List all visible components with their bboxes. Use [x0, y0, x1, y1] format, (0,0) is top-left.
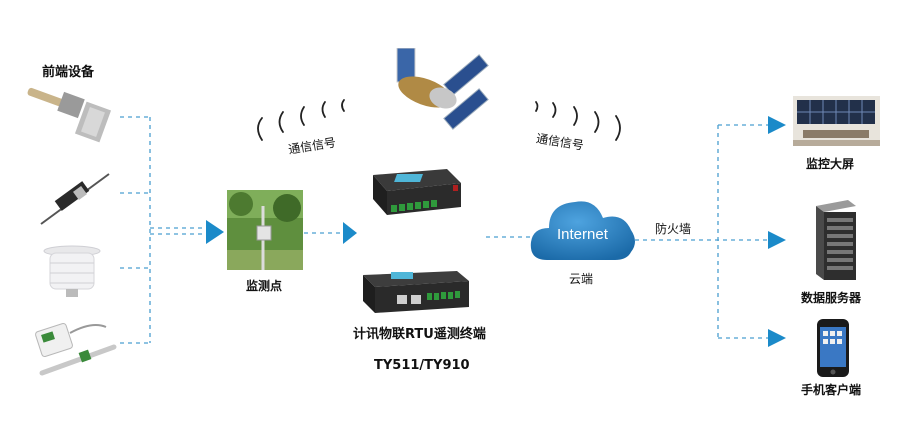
server-icon	[816, 200, 856, 280]
signal-waves-left	[257, 99, 345, 141]
rtu-model-label: TY511/TY910	[374, 358, 470, 373]
monitor-point-label: 监测点	[246, 279, 283, 293]
frontend-devices-label: 前端设备	[42, 65, 95, 80]
cloud-icon	[530, 201, 635, 260]
firewall-label: 防火墙	[655, 222, 692, 236]
phone-icon	[817, 319, 849, 377]
mobile-client-label: 手机客户端	[801, 383, 862, 397]
arrow-icon	[206, 220, 224, 244]
rtu-name-label: 计讯物联RTU遥测终端	[353, 327, 486, 342]
arrow-icon	[768, 329, 786, 347]
data-server-label: 数据服务器	[801, 291, 862, 305]
internet-label: Internet	[557, 226, 608, 243]
temp-humidity-sensor-icon	[35, 322, 117, 376]
rtu-terminal-icon	[373, 169, 461, 215]
monitor-screen-label: 监控大屏	[806, 157, 855, 171]
satellite-icon	[396, 48, 489, 130]
displacement-sensor-icon	[40, 173, 110, 225]
weather-shield-icon	[43, 245, 101, 297]
rtu-terminal-icon	[363, 271, 469, 313]
arrow-icon	[768, 116, 786, 134]
video-wall-icon	[793, 96, 880, 146]
arrow-icon	[768, 231, 786, 249]
pressure-sensor-icon	[27, 87, 112, 143]
signal-waves-right	[535, 101, 621, 141]
monitor-station-icon	[227, 190, 303, 270]
arrow-icon	[343, 222, 357, 244]
cloud-label: 云端	[569, 272, 594, 286]
